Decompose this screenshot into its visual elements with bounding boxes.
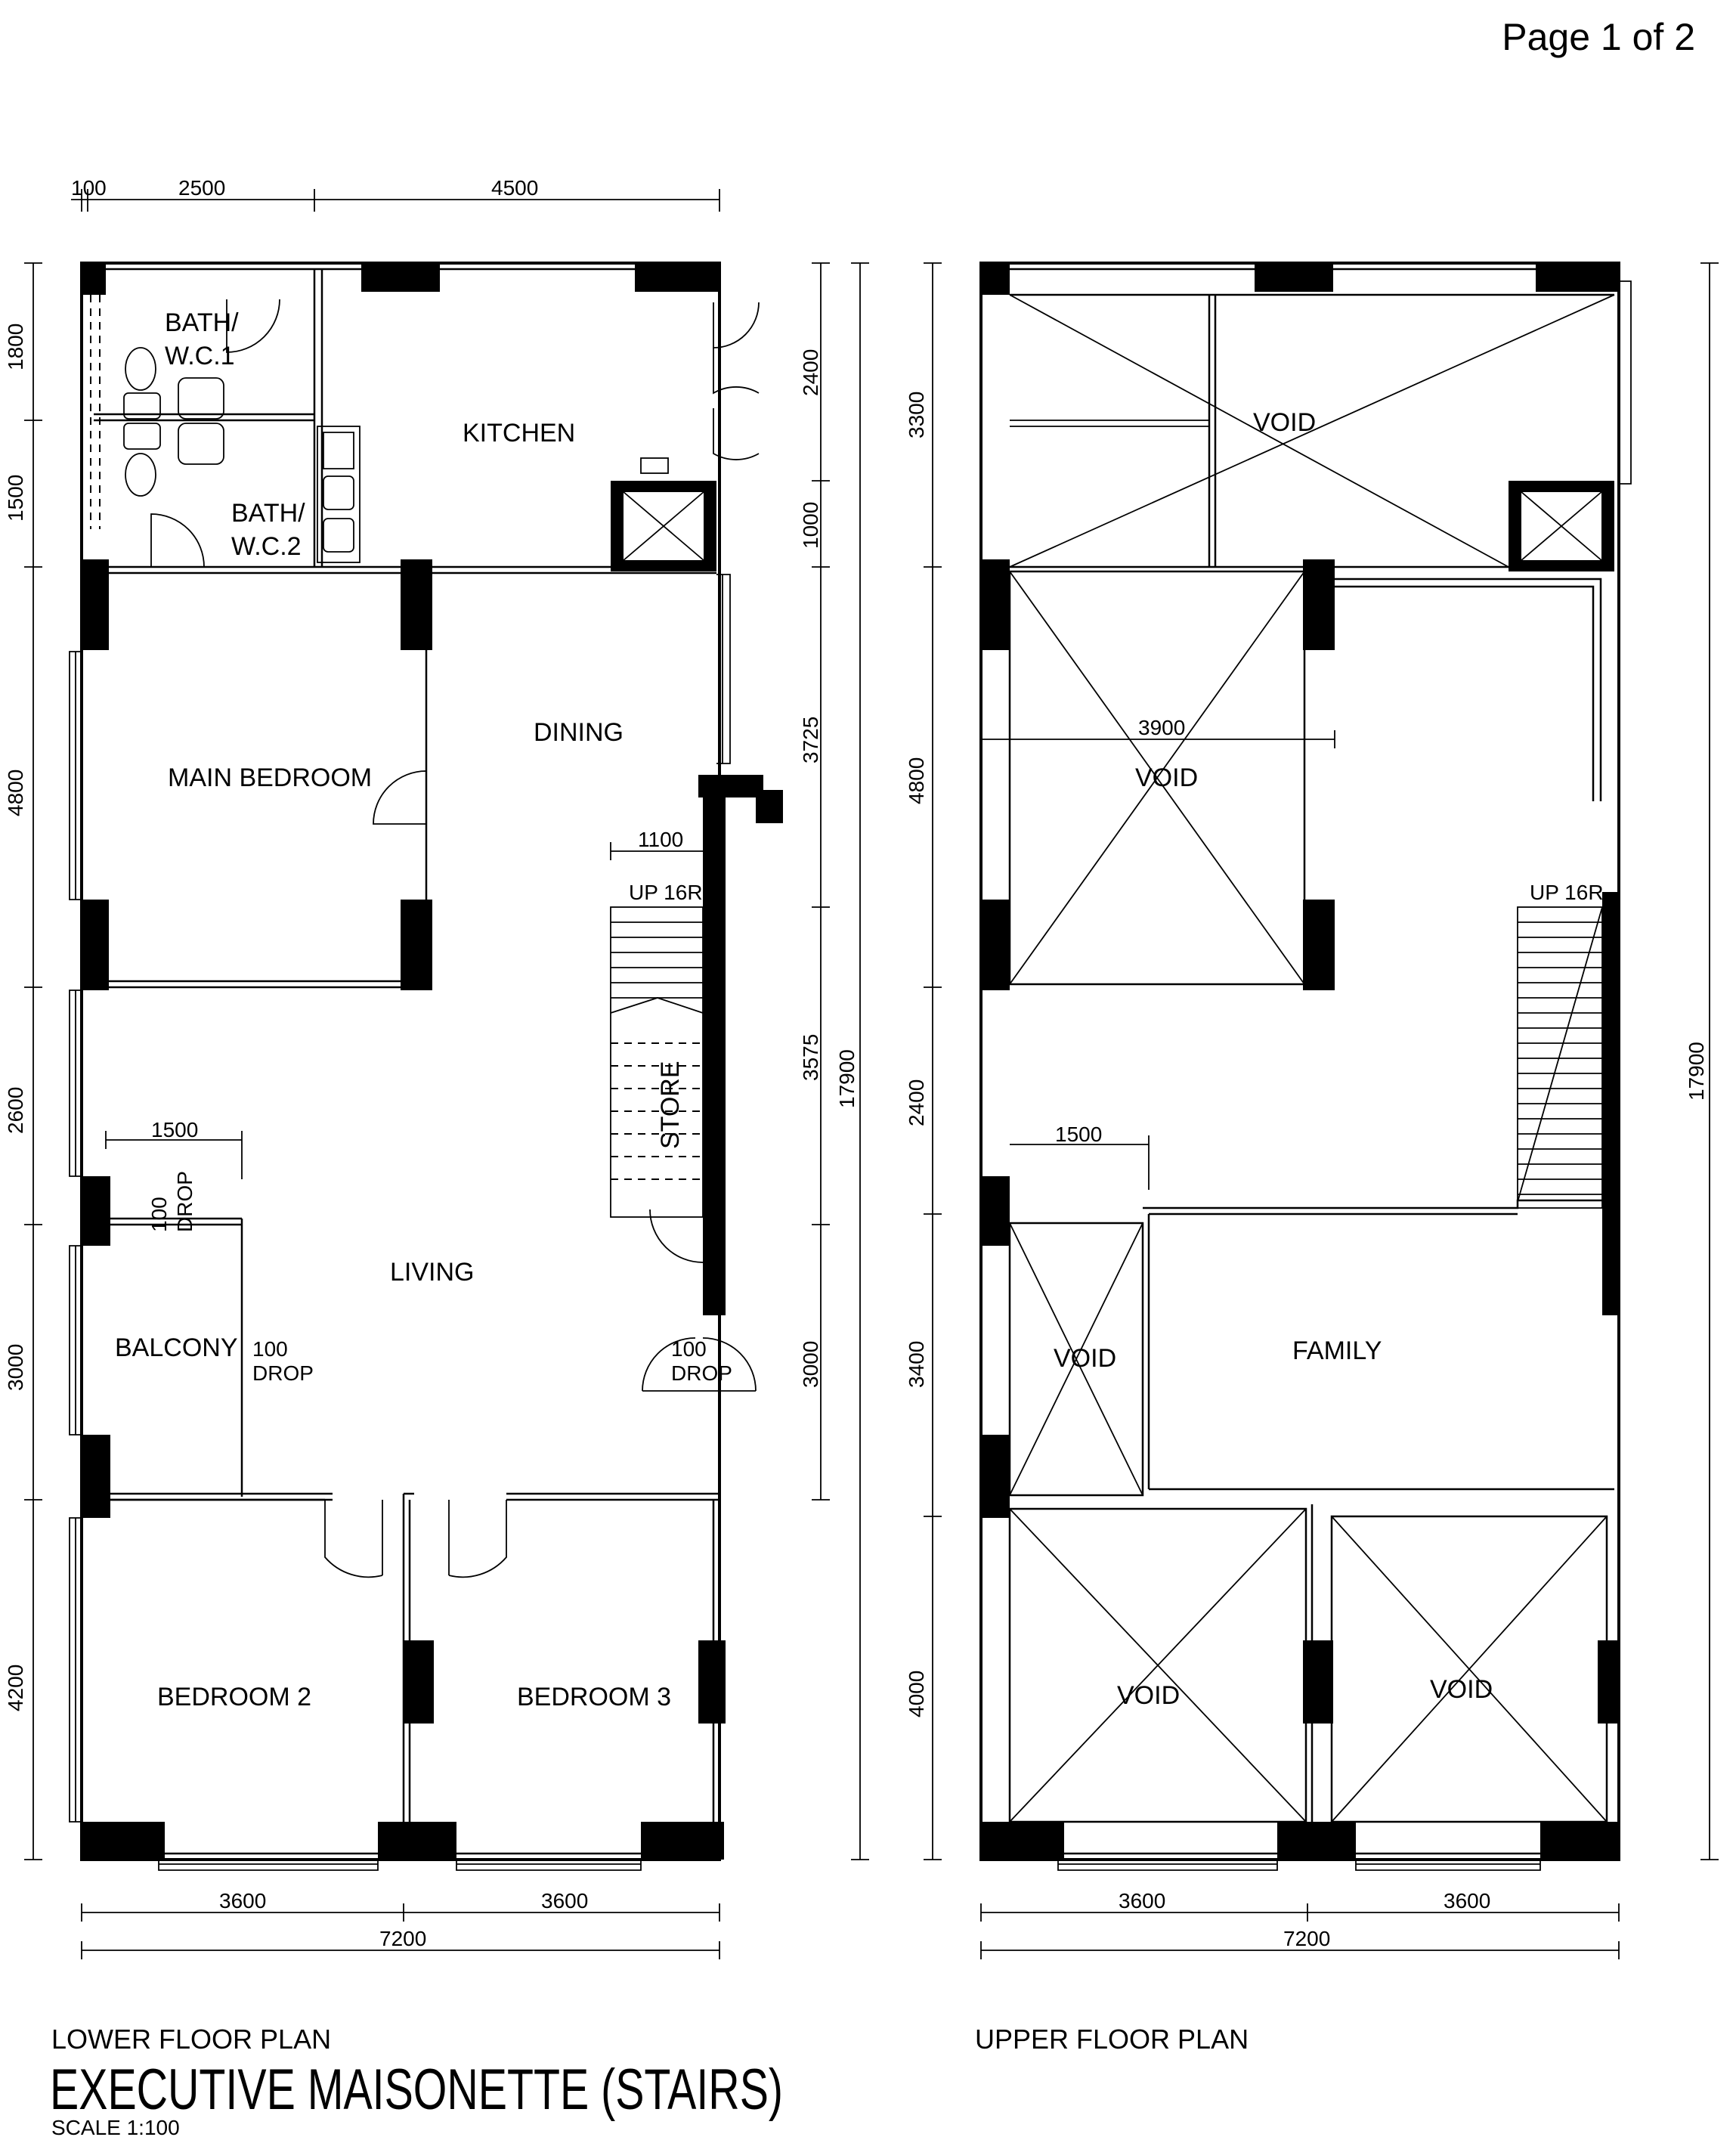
upper-void-label-2: VOID [1135, 763, 1198, 792]
bath-wc2-label-line2: W.C.2 [231, 532, 302, 561]
dim-upper-left-4800: 4800 [905, 757, 928, 804]
dim-left-1800: 1800 [4, 324, 27, 370]
bath-wc1-label-line2: W.C.1 [165, 342, 235, 370]
dim-right-total: 17900 [835, 1049, 859, 1108]
dim-bottom-3600-a: 3600 [219, 1889, 266, 1912]
upper-void-label-4: VOID [1117, 1681, 1180, 1710]
dim-balcony-width: 1500 [151, 1118, 198, 1141]
upper-void-label-3: VOID [1054, 1344, 1116, 1373]
dim-bottom-3600-b: 3600 [541, 1889, 588, 1912]
drop-num-2: 100 [252, 1337, 288, 1361]
upper-plan-title: UPPER FLOOR PLAN [975, 2024, 1249, 2055]
dim-upper-left-2400: 2400 [905, 1079, 928, 1126]
dim-upper-bottom-7200: 7200 [1283, 1927, 1330, 1950]
dim-right-3575: 3575 [799, 1034, 822, 1081]
dim-upper-left-3400: 3400 [905, 1341, 928, 1388]
lower-floor-plan: BATH/ W.C.1 BATH/ W.C.2 KITCHEN DINING M… [4, 176, 869, 1959]
upper-floor-plan: VOID VOID VOID FAMILY VOID VOID UP 16R 3… [905, 262, 1719, 1959]
balcony-label: BALCONY [115, 1333, 238, 1362]
family-label: FAMILY [1292, 1336, 1382, 1365]
bath-wc1-label-line1: BATH/ [165, 308, 239, 337]
dim-left-4200: 4200 [4, 1665, 27, 1711]
dim-left-1500: 1500 [4, 475, 27, 522]
dim-left-3000: 3000 [4, 1344, 27, 1391]
store-label: STORE [656, 1061, 685, 1149]
dim-landing-width: 1500 [1055, 1123, 1102, 1146]
dim-upper-bottom-3600-a: 3600 [1119, 1889, 1165, 1912]
main-bedroom-label: MAIN BEDROOM [168, 763, 372, 792]
dim-right-2400: 2400 [799, 349, 822, 396]
dim-right-1000: 1000 [799, 502, 822, 549]
dim-right-3725: 3725 [799, 717, 822, 763]
dim-top-100: 100 [71, 176, 107, 200]
stair-up-label: UP 16R [629, 881, 703, 904]
lower-plan-title: LOWER FLOOR PLAN [51, 2024, 331, 2055]
drop-word-2: DROP [252, 1361, 314, 1385]
dim-right-3000: 3000 [799, 1341, 822, 1388]
dim-top-4500: 4500 [491, 176, 538, 200]
drop-word-1: DROP [173, 1171, 196, 1232]
dim-upper-bottom-3600-b: 3600 [1444, 1889, 1490, 1912]
page-number: Page 1 of 2 [1502, 16, 1695, 58]
dim-left-4800: 4800 [4, 770, 27, 816]
dim-upper-left-4000: 4000 [905, 1671, 928, 1717]
dim-upper-right-total: 17900 [1685, 1042, 1708, 1101]
bedroom-3-label: BEDROOM 3 [517, 1683, 671, 1711]
living-label: LIVING [390, 1258, 474, 1287]
dim-top-2500: 2500 [178, 176, 225, 200]
dim-upper-left-3300: 3300 [905, 392, 928, 438]
dim-bottom-7200: 7200 [379, 1927, 426, 1950]
dim-stair-width: 1100 [638, 828, 683, 851]
dim-void-width: 3900 [1138, 716, 1185, 739]
kitchen-label: KITCHEN [463, 419, 575, 448]
scale-label: SCALE 1:100 [51, 2116, 180, 2137]
upper-stair-up-label: UP 16R [1530, 881, 1604, 904]
upper-void-label-5: VOID [1430, 1675, 1493, 1704]
drop-num-3: 100 [671, 1337, 707, 1361]
drop-num-1: 100 [147, 1197, 171, 1232]
bath-wc2-label-line1: BATH/ [231, 499, 305, 528]
upper-void-label-1: VOID [1253, 408, 1316, 437]
bedroom-2-label: BEDROOM 2 [157, 1683, 311, 1711]
dining-label: DINING [534, 718, 624, 747]
drop-word-3: DROP [671, 1361, 732, 1385]
drawing-title: EXECUTIVE MAISONETTE (STAIRS) [50, 2058, 783, 2122]
dim-left-2600: 2600 [4, 1087, 27, 1134]
